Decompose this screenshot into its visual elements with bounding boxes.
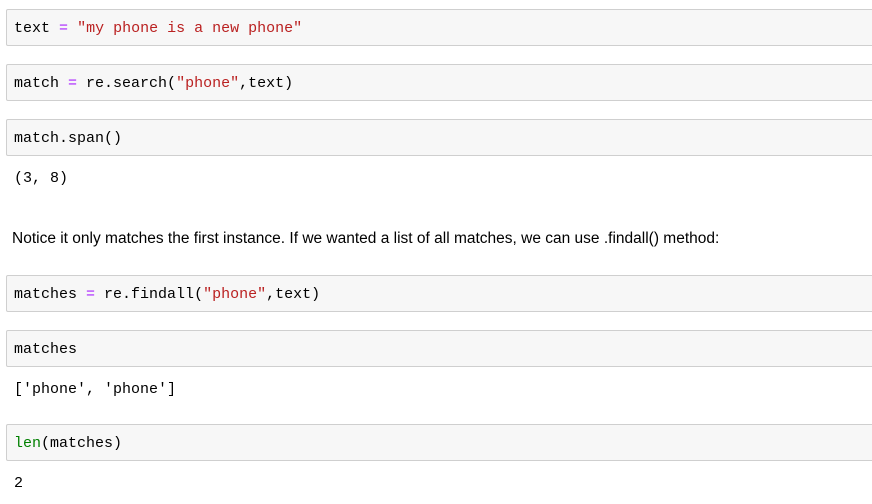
code-token: re.search( [77,75,177,92]
code-input[interactable]: len(matches) [14,435,122,452]
code-cell[interactable]: match = re.search("phone",text) [6,64,872,101]
code-cell[interactable]: len(matches) [6,424,872,461]
code-input[interactable]: matches = re.findall("phone",text) [14,286,320,303]
code-token: ,text) [266,286,321,303]
code-cell[interactable]: match.span() [6,119,872,156]
code-input[interactable]: matches [14,341,77,358]
code-token [68,20,77,37]
code-token: (matches) [41,435,123,452]
code-token: re.findall( [95,286,204,303]
code-token [50,20,59,37]
cell-output: 2 [14,475,24,492]
code-token: matches [14,286,78,303]
code-cell[interactable]: matches = re.findall("phone",text) [6,275,872,312]
code-string: "phone" [203,286,267,303]
code-token [77,286,86,303]
code-token: match [14,75,60,92]
code-string: "my phone is a new phone" [77,20,303,37]
code-token: ,text) [239,75,294,92]
code-operator: = [59,20,69,37]
cell-output: ['phone', 'phone'] [14,381,177,398]
code-input[interactable]: text = "my phone is a new phone" [14,20,302,37]
code-operator: = [68,75,78,92]
code-string: "phone" [176,75,240,92]
code-builtin: len [14,435,42,452]
cell-output: (3, 8) [14,170,69,187]
markdown-text: Notice it only matches the first instanc… [12,230,720,247]
code-operator: = [86,286,96,303]
code-token: matches [14,341,78,358]
code-cell[interactable]: matches [6,330,872,367]
code-input[interactable]: match.span() [14,130,122,147]
code-token: text [14,20,51,37]
code-input[interactable]: match = re.search("phone",text) [14,75,293,92]
code-token [59,75,68,92]
code-token: match.span() [14,130,123,147]
code-cell[interactable]: text = "my phone is a new phone" [6,9,872,46]
